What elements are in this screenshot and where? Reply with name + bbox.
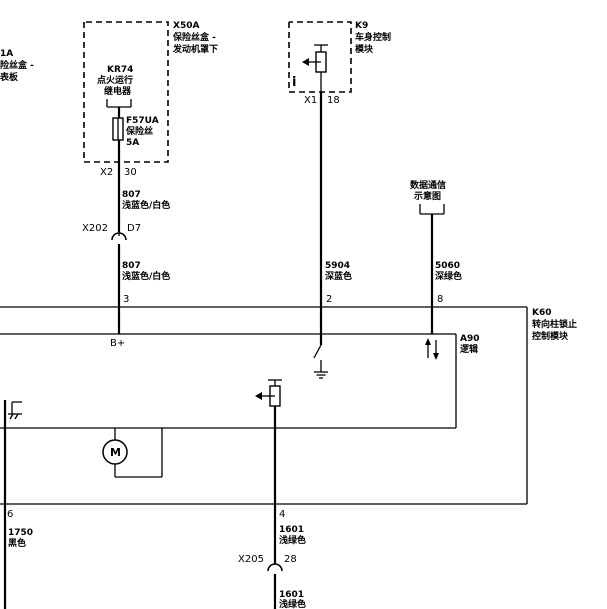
x202-connector-label: X202 bbox=[82, 223, 108, 234]
f57ua-id: F57UA bbox=[126, 116, 159, 126]
wire-1601-b-number: 1601 bbox=[279, 590, 304, 600]
data-comm-bracket bbox=[419, 204, 445, 215]
motor-circuit bbox=[114, 428, 163, 478]
x205-connector-label: X205 bbox=[238, 554, 264, 565]
k60-desc1: 转向柱锁止 bbox=[532, 318, 577, 330]
k60-output-driver bbox=[255, 379, 282, 407]
x50a-id: X50A bbox=[173, 21, 199, 31]
x2-pin-label: 30 bbox=[124, 167, 137, 178]
k60-pin2-label: 2 bbox=[326, 294, 332, 305]
x1-connector-label: X1 bbox=[304, 95, 317, 106]
left-fuse-box-desc1: 险丝盒 - bbox=[0, 59, 34, 71]
x202-inline-connector bbox=[111, 232, 127, 241]
x205-inline-connector bbox=[267, 563, 283, 572]
k60-input-switch bbox=[313, 344, 322, 372]
x50a-desc2: 发动机罩下 bbox=[172, 43, 218, 55]
left-fuse-box-id: 1A bbox=[0, 49, 13, 59]
wire-1601-a-color: 浅绿色 bbox=[279, 534, 306, 546]
wire-1750-color: 黑色 bbox=[8, 537, 26, 549]
wire-1601-a-number: 1601 bbox=[279, 525, 304, 535]
motor-icon: M bbox=[102, 439, 128, 465]
bidirectional-arrow-icon bbox=[425, 338, 439, 360]
bplus-label: B+ bbox=[110, 338, 125, 349]
motor-symbol: M bbox=[110, 446, 121, 459]
k9-id: K9 bbox=[355, 21, 368, 31]
k60-module-box bbox=[0, 306, 528, 505]
x1-pin-label: 18 bbox=[327, 95, 340, 106]
f57ua-desc1: 保险丝 bbox=[125, 125, 153, 137]
k9-desc2: 模块 bbox=[355, 43, 374, 55]
k60-pin3-label: 3 bbox=[123, 294, 129, 305]
wire-807-b-color: 浅蓝色/白色 bbox=[122, 270, 170, 282]
k60-pin8-label: 8 bbox=[437, 294, 443, 305]
x50a-desc1: 保险丝盒 - bbox=[172, 31, 216, 43]
k9-input-symbol: i bbox=[292, 75, 296, 90]
data-comm-label1: 数据通信 bbox=[410, 179, 446, 191]
kr74-desc2: 继电器 bbox=[104, 85, 132, 97]
left-fuse-box-desc2: 表板 bbox=[0, 71, 19, 83]
x205-pin-label: 28 bbox=[284, 554, 297, 565]
a90-id: A90 bbox=[460, 334, 480, 344]
kr74-relay-contact bbox=[106, 99, 132, 108]
a90-desc: 逻辑 bbox=[459, 343, 478, 355]
a90-logic-box bbox=[0, 333, 457, 429]
f57ua-fuse bbox=[112, 117, 124, 141]
x202-pin-label: D7 bbox=[127, 223, 141, 234]
k60-pin4-label: 4 bbox=[279, 509, 285, 520]
wire-807-a-number: 807 bbox=[122, 190, 141, 200]
f57ua-desc2: 5A bbox=[126, 138, 139, 148]
k9-output-driver bbox=[302, 44, 328, 92]
wire-5904-number: 5904 bbox=[325, 261, 350, 271]
chassis-ground-icon bbox=[8, 401, 22, 420]
wire-1601-b-color: 浅绿色 bbox=[279, 598, 306, 609]
wire-5904-color: 深蓝色 bbox=[325, 270, 352, 282]
k60-pin6-label: 6 bbox=[7, 509, 13, 520]
kr74-desc1: 点火运行 bbox=[97, 74, 133, 86]
x50a-fuse-box bbox=[83, 21, 169, 163]
wire-5060-color: 深绿色 bbox=[435, 270, 462, 282]
k9-module bbox=[288, 21, 352, 93]
wire-1750-number: 1750 bbox=[8, 528, 33, 538]
kr74-id: KR74 bbox=[107, 65, 133, 75]
wire-5060-number: 5060 bbox=[435, 261, 460, 271]
wire-807-b-number: 807 bbox=[122, 261, 141, 271]
k60-id: K60 bbox=[532, 308, 552, 318]
k9-desc1: 车身控制 bbox=[355, 31, 391, 43]
x2-connector-label: X2 bbox=[100, 167, 113, 178]
k60-desc2: 控制模块 bbox=[532, 330, 569, 342]
ground-icon bbox=[314, 371, 328, 379]
wire-807-a-color: 浅蓝色/白色 bbox=[122, 199, 170, 211]
data-comm-label2: 示意图 bbox=[414, 190, 441, 202]
